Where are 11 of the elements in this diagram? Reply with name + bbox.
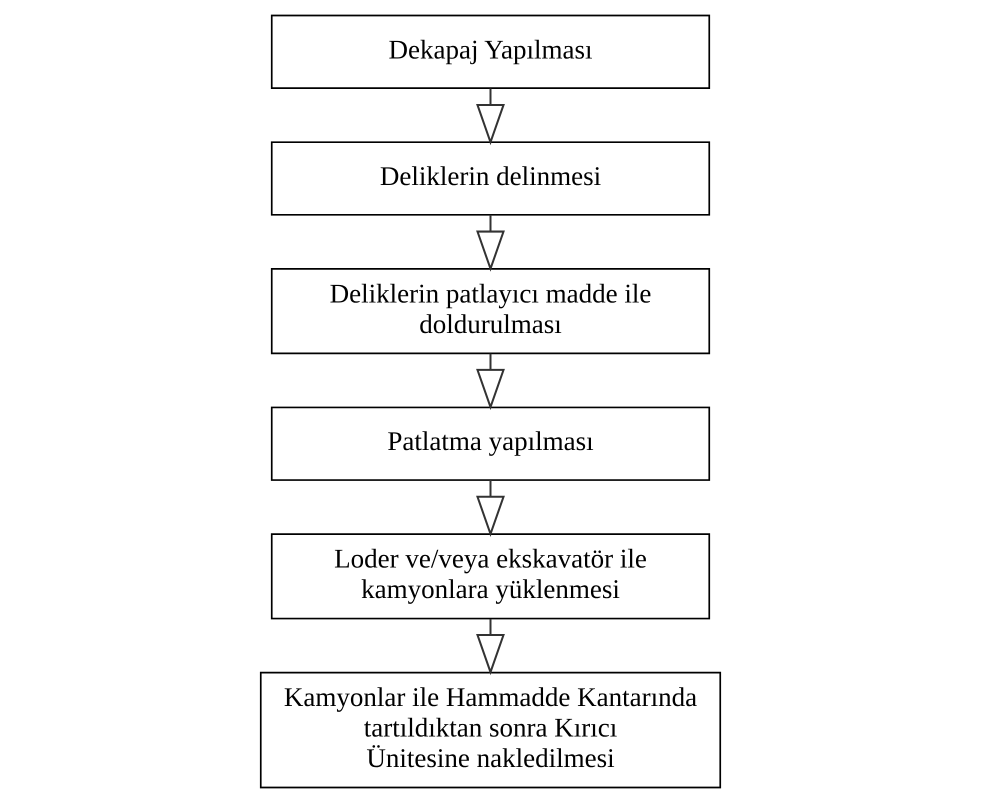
arrow: [476, 214, 505, 272]
node-box: Deliklerin patlayıcı madde ile doldurulması: [270, 268, 710, 354]
node-box: Loder ve/veya ekskavatör ile kamyonlara yüklenmesi: [270, 533, 710, 620]
arrow: [476, 354, 505, 410]
arrow: [476, 480, 505, 538]
node-box: Deliklerin delinmesi: [270, 141, 710, 216]
arrow: [476, 619, 505, 676]
arrow: [476, 88, 505, 146]
node-box: Dekapaj Yapılması: [270, 14, 710, 89]
node-box: Kamyonlar ile Hammadde Kantarında tartıldıktan sonra Kırıcı Ünitesine nakledilmesi: [260, 672, 722, 788]
node-box: Patlatma yapılması: [270, 406, 710, 481]
